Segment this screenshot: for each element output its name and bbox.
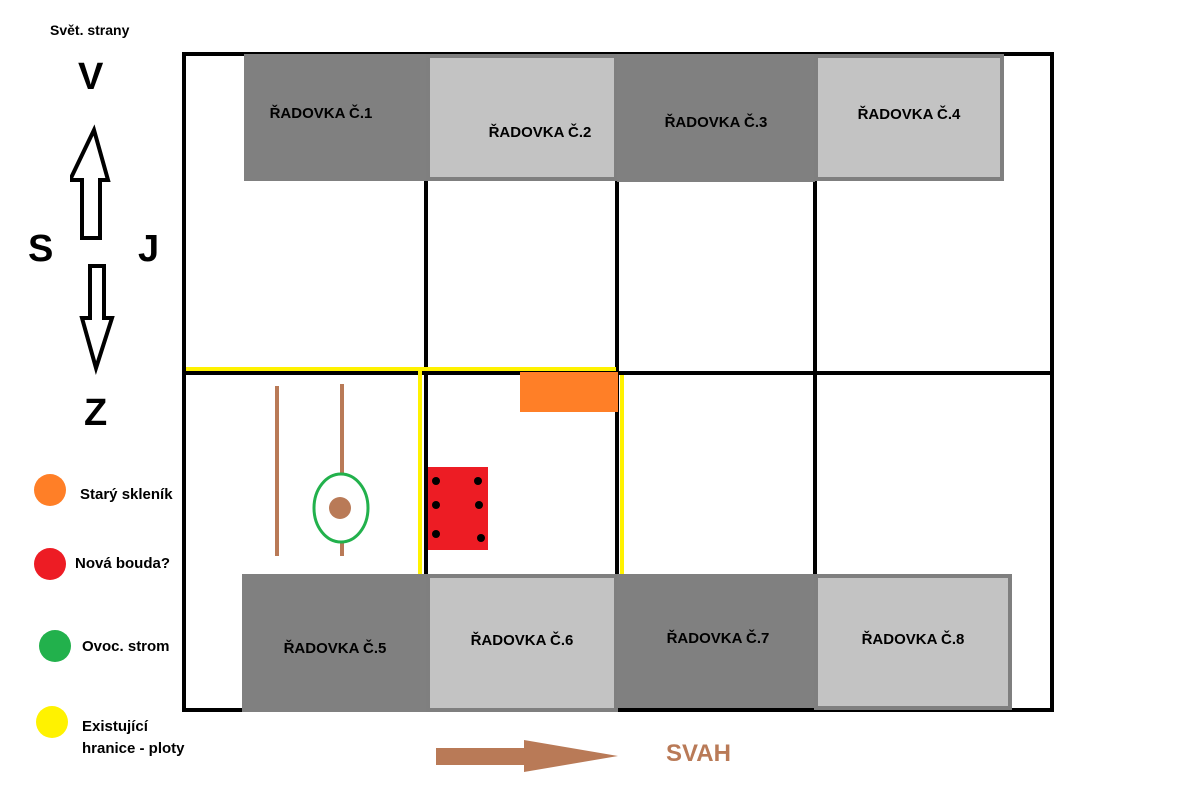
- row-house-label: ŘADOVKA Č.8: [861, 630, 965, 648]
- row-house-1: ŘADOVKA Č.1: [244, 54, 428, 181]
- shed-post: [432, 477, 440, 485]
- row-house-label: ŘADOVKA Č.7: [666, 629, 770, 647]
- legend-shed-swatch: [34, 548, 66, 580]
- legend-fence-swatch: [36, 706, 68, 738]
- legend-shed-label: Nová bouda?: [75, 555, 171, 572]
- shed-post: [474, 477, 482, 485]
- slope-arrow-icon: [436, 740, 618, 772]
- row-house-2: ŘADOVKA Č.2: [426, 54, 618, 181]
- row-house-3: ŘADOVKA Č.3: [617, 54, 815, 182]
- row-house-label: ŘADOVKA Č.3: [664, 113, 768, 131]
- shed-post: [475, 501, 483, 509]
- legend-greenhouse-swatch: [34, 474, 66, 506]
- compass-title: Svět. strany: [50, 22, 130, 38]
- legend-fence-label: Existující hranice - ploty: [82, 716, 185, 760]
- shed-post: [432, 530, 440, 538]
- row-house-5: ŘADOVKA Č.5: [242, 574, 428, 712]
- legend-fence-label-line-1: Existující: [82, 718, 148, 735]
- compass-arrow-up-icon: [70, 124, 111, 240]
- legend-fence-label-line-2: hranice - ploty: [82, 740, 185, 757]
- compass-arrow-down-icon: [79, 264, 115, 375]
- legend-tree-swatch: [39, 630, 71, 662]
- compass-north-label: V: [78, 56, 104, 98]
- compass-east-label: J: [138, 228, 160, 270]
- shed-post: [432, 501, 440, 509]
- row-house-6: ŘADOVKA Č.6: [426, 574, 618, 712]
- legend-greenhouse-label: Starý skleník: [80, 486, 173, 503]
- row-house-7: ŘADOVKA Č.7: [617, 574, 819, 708]
- row-house-label: ŘADOVKA Č.6: [470, 631, 574, 649]
- legend-tree-label: Ovoc. strom: [82, 638, 170, 655]
- compass-south-label: Z: [84, 392, 108, 434]
- greenhouse-shape: [520, 372, 618, 412]
- shed-post: [477, 534, 485, 542]
- compass-west-label: S: [28, 228, 54, 270]
- row-house-label: ŘADOVKA Č.1: [269, 105, 373, 122]
- row-house-8: ŘADOVKA Č.8: [814, 574, 1012, 710]
- row-house-label: ŘADOVKA Č.4: [857, 106, 961, 123]
- row-house-4: ŘADOVKA Č.4: [814, 54, 1004, 181]
- row-house-label: ŘADOVKA Č.5: [283, 639, 387, 657]
- fruit-tree-trunk: [329, 497, 351, 519]
- row-house-label: ŘADOVKA Č.2: [488, 124, 592, 141]
- compass-arrows: [70, 124, 115, 375]
- slope-label: SVAH: [666, 740, 731, 767]
